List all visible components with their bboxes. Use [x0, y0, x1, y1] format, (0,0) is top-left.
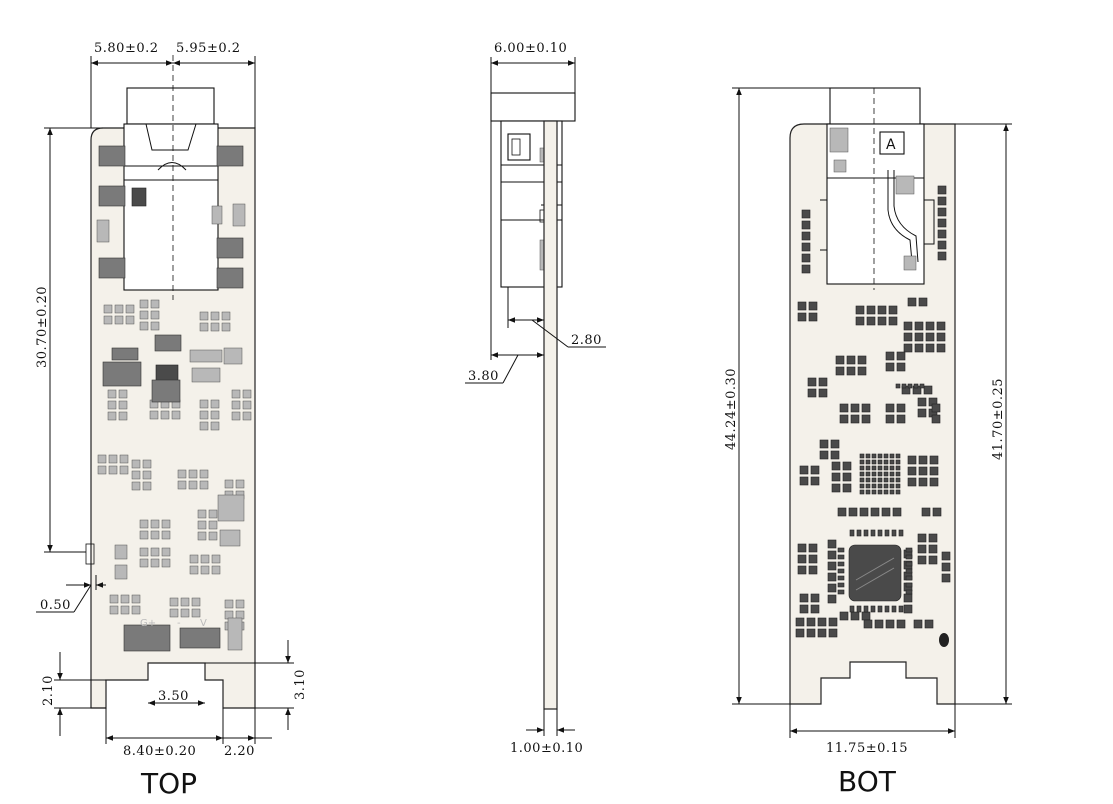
side-thickness-dim: 1.00±0.10 [510, 741, 583, 756]
top-view: G+ - V 5.80±0.2 5.95±0.2 30.70±0.20 0.50… [35, 41, 308, 800]
bot-fiducial [939, 633, 949, 647]
side-pcb-edge [543, 120, 558, 710]
top-width-right-dim: 5.95±0.2 [176, 41, 241, 56]
bot-jack-barrel [829, 87, 921, 125]
top-jack-barrel [126, 87, 215, 125]
bot-view-label: BOT [838, 765, 897, 798]
side-view: 6.00±0.10 2.80 3.80 1.00±0.10 [465, 41, 606, 756]
top-notch-width-dim: 3.50 [158, 689, 189, 704]
top-height-dim: 30.70±0.20 [35, 286, 50, 368]
side-depth-inner-dim: 2.80 [571, 333, 602, 348]
bot-board-height-dim: 41.70±0.25 [991, 378, 1006, 460]
top-bottom-right-dim: 2.20 [224, 744, 255, 759]
bot-bga-chip [848, 544, 902, 602]
side-top-width-dim: 6.00±0.10 [494, 41, 567, 56]
top-jack-body [123, 123, 219, 291]
bot-marker-a: A [886, 137, 896, 153]
silk-g-plus: G+ [140, 618, 156, 629]
bot-total-height-dim: 44.24±0.30 [724, 368, 739, 450]
top-view-label: TOP [140, 767, 197, 800]
top-bottom-width-dim: 8.40±0.20 [123, 744, 196, 759]
silk-v: V [200, 618, 207, 629]
top-notch-left-dim: 2.10 [41, 675, 56, 706]
side-depth-outer-dim: 3.80 [468, 369, 499, 384]
top-components [97, 299, 252, 652]
side-jack-top [490, 92, 576, 122]
bot-components [795, 185, 951, 638]
silk-minus: - [177, 618, 181, 629]
bottom-view: A 44.24±0.30 41.70±0.25 11.75±0.15 BOT [724, 87, 1012, 798]
top-contact-pads [96, 145, 246, 289]
top-width-left-dim: 5.80±0.2 [94, 41, 159, 56]
bot-board-width-dim: 11.75±0.15 [826, 741, 908, 756]
top-offset-dim: 0.50 [40, 598, 71, 613]
top-notch-right-dim: 3.10 [293, 669, 308, 700]
